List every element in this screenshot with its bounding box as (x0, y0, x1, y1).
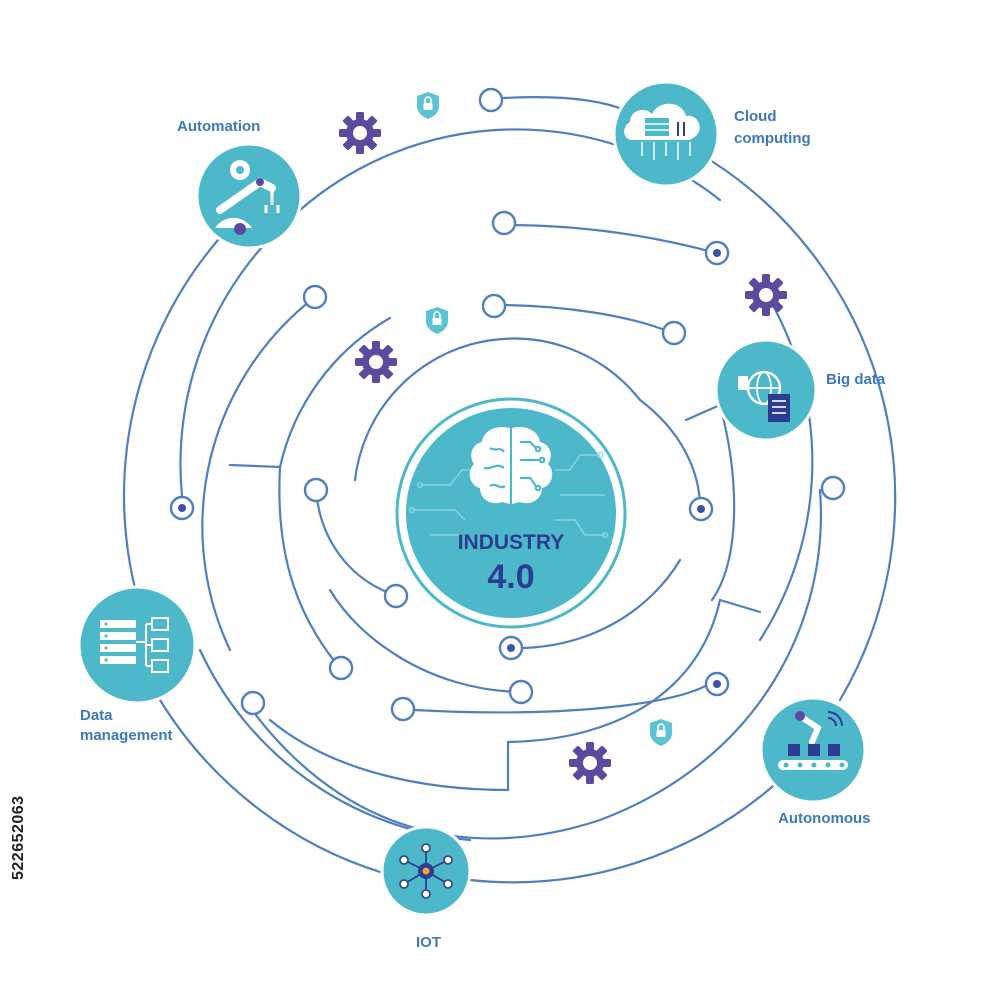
dot-terminal (688, 496, 714, 522)
big-data-node (714, 338, 818, 442)
center-title: INDUSTRY (458, 531, 565, 554)
conveyor-robot-icon (778, 711, 848, 770)
shield-lock-icon (425, 306, 449, 335)
ring3-top (503, 223, 718, 255)
ring4-right (684, 403, 722, 422)
terminal-node (302, 284, 328, 310)
brain-icon (469, 426, 553, 504)
ring3-left (201, 295, 317, 652)
robot-arm-icon (215, 160, 280, 235)
ring4-right-arc (710, 403, 736, 602)
outer-ring (122, 238, 220, 602)
ring4-top (493, 303, 674, 335)
shield-lock-icon (649, 718, 673, 747)
ring4-left-low (278, 465, 342, 670)
ring4-left (278, 316, 392, 469)
terminal-node (390, 696, 416, 722)
terminal-node (328, 655, 354, 681)
terminal-node (240, 690, 266, 716)
dot-terminal (498, 635, 524, 661)
outer-arc-top (502, 96, 627, 112)
automation-label: Automation (177, 118, 260, 135)
big-data-label: Big data (826, 371, 886, 388)
globe-document-icon (738, 370, 790, 422)
gear-icon (569, 742, 611, 784)
terminal-node (481, 293, 507, 319)
terminal-node (478, 87, 504, 113)
gear-icon (355, 341, 397, 383)
autonomous-node (759, 696, 867, 804)
stock-id-watermark: 522652063 (6, 760, 30, 880)
data-management-label-1: Data (80, 707, 113, 724)
iot-node (380, 825, 472, 917)
gear-icon (745, 274, 787, 316)
ring2-left (179, 208, 302, 498)
stock-id-text: 522652063 (10, 795, 27, 880)
data-management-node (77, 585, 197, 705)
ring5-arc (353, 337, 642, 482)
terminal-node (661, 320, 687, 346)
ring3-bottom (506, 598, 722, 792)
outer-arc-right (708, 158, 897, 702)
ring3-bottom-inner (268, 718, 510, 792)
ring5-left (314, 488, 397, 597)
terminal-node (303, 477, 329, 503)
cloud-computing-label-1: Cloud (734, 108, 777, 125)
outer-arc-bottom-left (158, 698, 392, 877)
automation-node (195, 142, 303, 250)
ring3-right (718, 598, 762, 614)
database-hierarchy-icon (100, 617, 169, 673)
center-version: 4.0 (487, 558, 534, 596)
outer-arc-bottom (468, 778, 782, 884)
ring3-bridge (228, 463, 282, 469)
cloud-computing-label-2: computing (734, 130, 811, 147)
dot-terminal (704, 240, 730, 266)
dot-terminal (704, 671, 730, 697)
dot-terminal (169, 495, 195, 521)
terminal-node (491, 210, 517, 236)
network-hub-icon (399, 843, 453, 899)
ring4-bottom (413, 680, 714, 714)
data-management-label-2: management (80, 727, 173, 744)
terminal-node (508, 679, 534, 705)
cloud-computing-node (612, 80, 720, 188)
terminal-node (820, 475, 846, 501)
ring5-bottom-b (328, 588, 522, 694)
ring5-bottom (508, 558, 682, 650)
terminal-node (383, 583, 409, 609)
center-hub: INDUSTRY 4.0 (395, 397, 627, 629)
ring5-right (638, 398, 702, 510)
iot-label: IOT (416, 934, 441, 951)
cloud-icon (624, 103, 700, 160)
ring2-bottom (250, 488, 822, 840)
shield-lock-icon (416, 91, 440, 120)
autonomous-label: Autonomous (778, 810, 870, 827)
gear-icon (339, 112, 381, 154)
